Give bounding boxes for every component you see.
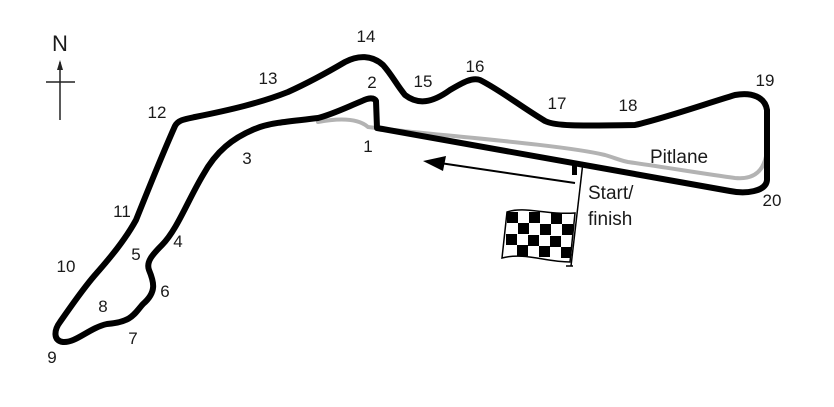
turn-label-17: 17: [548, 94, 567, 113]
start-finish-marker: [423, 156, 584, 267]
pitlane-label: Pitlane: [650, 147, 708, 168]
turn-label-20: 20: [763, 191, 782, 210]
turn-label-2: 2: [367, 73, 376, 92]
turn-label-6: 6: [160, 282, 169, 301]
track-path: [52, 54, 770, 345]
direction-arrow-shaft: [439, 162, 576, 184]
north-arrow-head: [57, 60, 63, 70]
start-finish-label-line2: finish: [588, 209, 632, 230]
north-indicator: N: [46, 31, 75, 120]
north-label: N: [52, 31, 68, 56]
turn-label-13: 13: [259, 69, 278, 88]
turn-label-3: 3: [242, 149, 251, 168]
turn-label-5: 5: [131, 245, 140, 264]
turn-label-7: 7: [128, 329, 137, 348]
checkered-flag-icon: [501, 209, 576, 263]
turn-label-4: 4: [173, 232, 182, 251]
start-finish-label-line1: Start/: [588, 183, 634, 204]
start-finish-line: [572, 161, 577, 175]
turn-label-10: 10: [57, 257, 76, 276]
turn-label-8: 8: [98, 297, 107, 316]
turn-label-12: 12: [148, 103, 167, 122]
turn-label-18: 18: [619, 96, 638, 115]
turn-label-1: 1: [363, 137, 372, 156]
turn-label-11: 11: [113, 202, 131, 221]
turn-label-19: 19: [756, 71, 775, 90]
turn-label-16: 16: [466, 57, 485, 76]
pitlane-path: [316, 117, 769, 181]
direction-arrow-head: [423, 156, 446, 171]
flag-pole: [570, 161, 584, 267]
turn-label-14: 14: [357, 27, 376, 46]
turn-label-9: 9: [47, 348, 56, 367]
turn-label-15: 15: [414, 72, 433, 91]
